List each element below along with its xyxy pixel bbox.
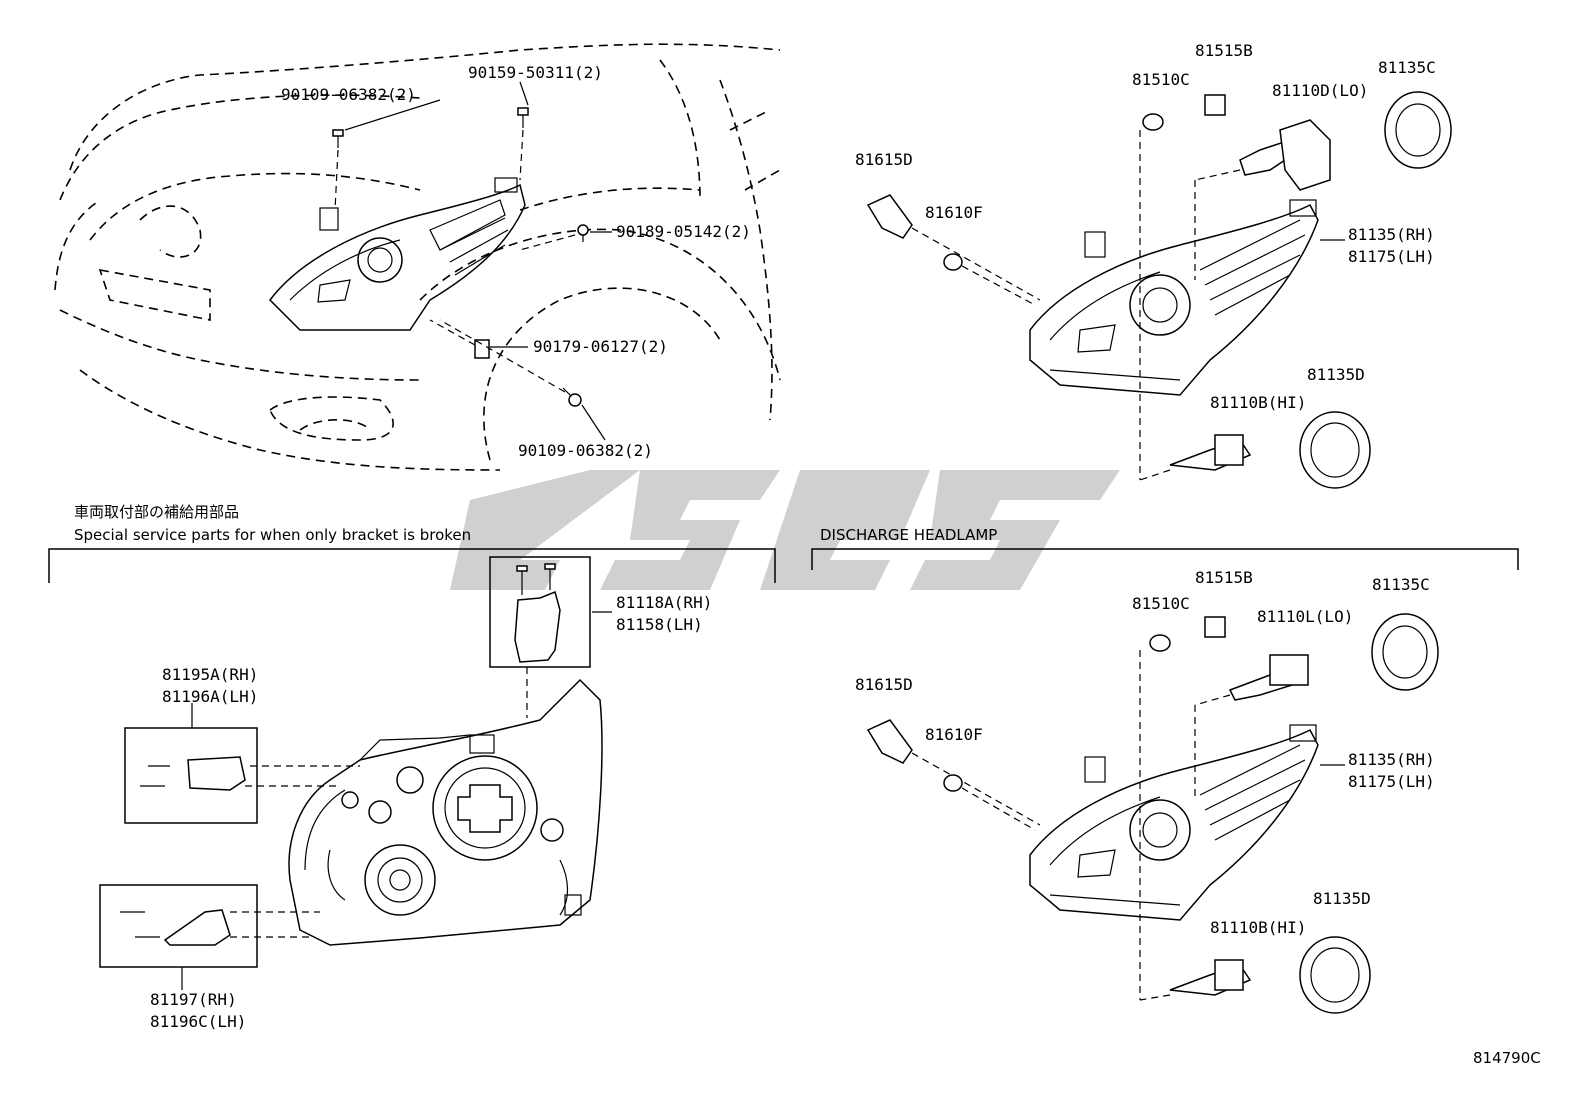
label-discharge-81135c: 81135C (1372, 575, 1430, 594)
vehicle-headlamp (269, 177, 526, 331)
label-bolt-e: 90109-06382(2) (518, 441, 653, 460)
label-side-bracket-lh: 81196A(LH) (162, 687, 258, 706)
label-lower-bracket-rh: 81197(RH) (150, 990, 237, 1009)
label-discharge-81615d: 81615D (855, 675, 913, 694)
label-discharge-81110l: 81110L(LO) (1257, 607, 1353, 626)
fastener-icons (332, 81, 612, 441)
label-discharge-81110b: 81110B(HI) (1210, 918, 1306, 937)
bracket-section-title-en: Special service parts for when only brac… (74, 526, 471, 544)
upper-bracket-box (489, 556, 612, 718)
label-lower-bracket-lh: 81196C(LH) (150, 1012, 246, 1031)
label-discharge-81515b: 81515B (1195, 568, 1253, 587)
label-screw-c: 90189-05142(2) (616, 222, 751, 241)
side-bracket-box (124, 703, 360, 824)
label-halogen-81615d: 81615D (855, 150, 913, 169)
label-bolt-a: 90109-06382(2) (281, 85, 416, 104)
label-halogen-lamp-lh: 81175(LH) (1348, 247, 1435, 266)
label-halogen-81610f: 81610F (925, 203, 983, 222)
label-halogen-81135c: 81135C (1378, 58, 1436, 77)
label-halogen-81135d: 81135D (1307, 365, 1365, 384)
lower-bracket-box (99, 884, 320, 990)
bracket-section-bracket (48, 548, 776, 583)
label-discharge-lamp-rh: 81135(RH) (1348, 750, 1435, 769)
label-upper-bracket-lh: 81158(LH) (616, 615, 703, 634)
label-upper-bracket-rh: 81118A(RH) (616, 593, 712, 612)
label-halogen-lamp-rh: 81135(RH) (1348, 225, 1435, 244)
label-discharge-lamp-lh: 81175(LH) (1348, 772, 1435, 791)
watermark-logo (450, 470, 1120, 590)
discharge-parts (866, 613, 1439, 1014)
figure-code: 814790C (1473, 1049, 1541, 1067)
label-nut-d: 90179-06127(2) (533, 337, 668, 356)
vehicle-front-outline (54, 43, 781, 471)
discharge-section-title: DISCHARGE HEADLAMP (820, 526, 997, 544)
label-bolt-b: 90159-50311(2) (468, 63, 603, 82)
label-halogen-81515b: 81515B (1195, 41, 1253, 60)
label-halogen-81110b: 81110B(HI) (1210, 393, 1306, 412)
discharge-headlamp-assembly (1029, 724, 1319, 921)
halogen-headlamp-assembly (1029, 199, 1319, 396)
label-discharge-81135d: 81135D (1313, 889, 1371, 908)
halogen-parts (866, 91, 1452, 489)
headlamp-rear-view (288, 678, 603, 946)
bracket-section-title-jp: 車両取付部の補給用部品 (74, 503, 239, 521)
label-halogen-81110d: 81110D(LO) (1272, 81, 1368, 100)
discharge-section-bracket (811, 548, 1519, 570)
label-discharge-81610f: 81610F (925, 725, 983, 744)
label-side-bracket-rh: 81195A(RH) (162, 665, 258, 684)
label-discharge-81510c: 81510C (1132, 594, 1190, 613)
label-halogen-81510c: 81510C (1132, 70, 1190, 89)
